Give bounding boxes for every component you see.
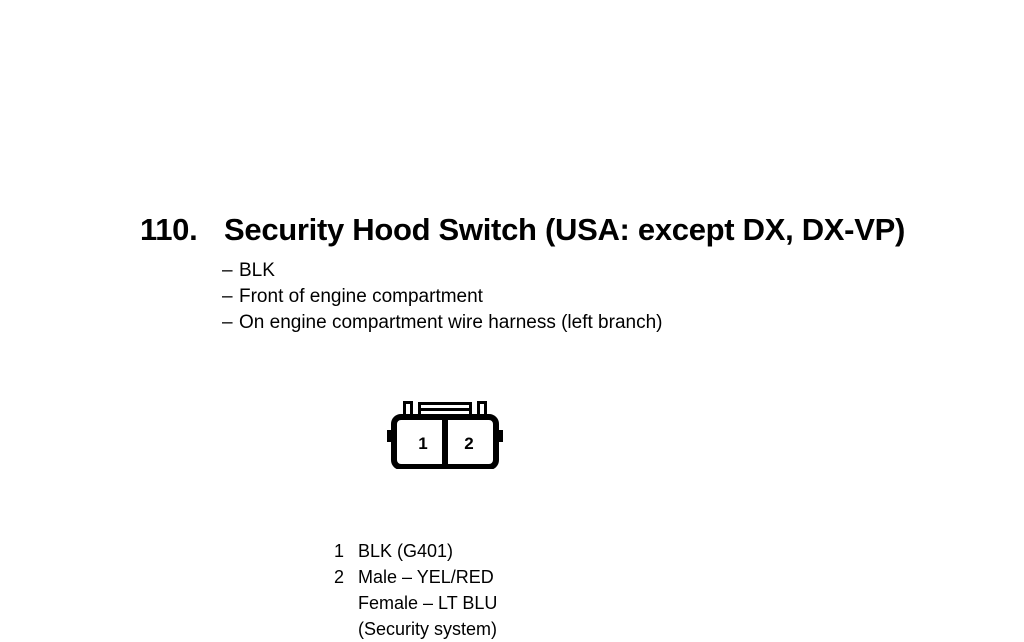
terminal-legend: 1 BLK (G401) 2 Male – YEL/RED Female – L…: [334, 538, 497, 642]
legend-row: (Security system): [334, 616, 497, 642]
list-item: – On engine compartment wire harness (le…: [222, 310, 662, 336]
section-number: 110.: [140, 212, 198, 247]
connector-diagram: 1 2: [385, 399, 505, 469]
legend-row: Female – LT BLU: [334, 590, 497, 616]
dash-icon: –: [222, 260, 233, 281]
list-item: – BLK: [222, 258, 662, 284]
page-title: 110. Security Hood Switch (USA: except D…: [140, 212, 1020, 248]
list-item-label: Front of engine compartment: [239, 286, 483, 307]
list-item-label: On engine compartment wire harness (left…: [239, 312, 663, 333]
connector-cavity-divider: [442, 420, 448, 464]
legend-row: 2 Male – YEL/RED: [334, 564, 497, 590]
legend-row: 1 BLK (G401): [334, 538, 497, 564]
component-attributes-list: – BLK – Front of engine compartment – On…: [222, 258, 662, 336]
legend-terminal-number: 2: [334, 567, 345, 587]
dash-icon: –: [222, 286, 233, 307]
list-item-label: BLK: [239, 260, 275, 281]
connector-latch-slot-lower: [421, 411, 469, 414]
cavity-number-2: 2: [464, 434, 473, 453]
cavity-number-1: 1: [418, 434, 427, 453]
legend-terminal-label: BLK (G401): [358, 541, 454, 561]
connector-face-view-icon: 1 2: [387, 401, 503, 469]
list-item: – Front of engine compartment: [222, 284, 662, 310]
connector-body-outline: [391, 414, 499, 469]
legend-terminal-label: Female – LT BLU: [358, 593, 498, 613]
connector-left-post-slot: [406, 404, 410, 417]
legend-terminal-label: Male – YEL/RED: [358, 567, 494, 587]
dash-icon: –: [222, 312, 233, 333]
connector-right-post-slot: [480, 404, 484, 417]
legend-terminal-label: (Security system): [358, 619, 498, 639]
connector-latch-slot-upper: [421, 405, 469, 408]
legend-terminal-number: 1: [334, 541, 345, 561]
section-title: Security Hood Switch (USA: except DX, DX…: [224, 212, 905, 247]
